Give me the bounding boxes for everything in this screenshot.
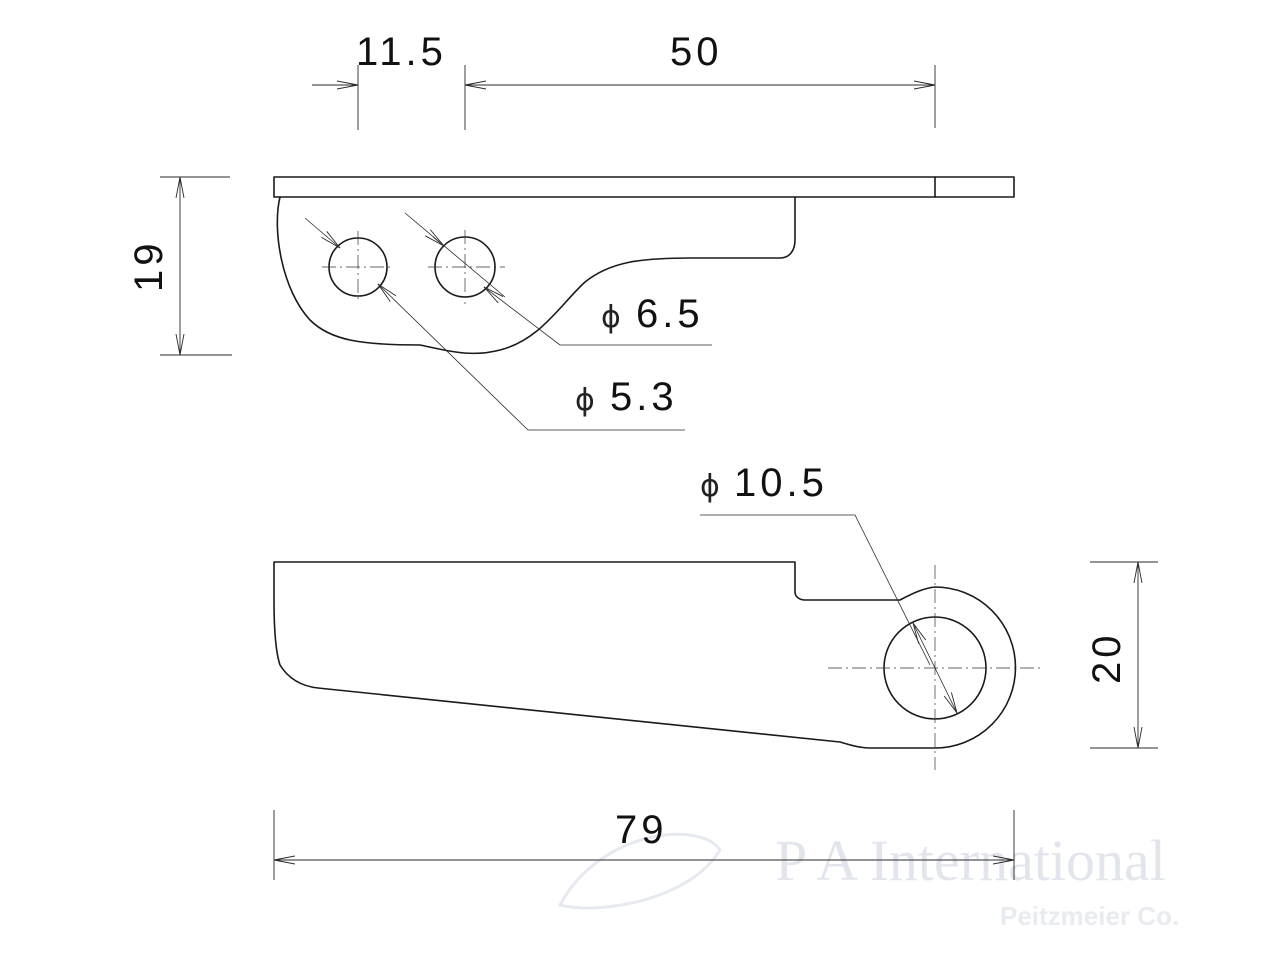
phi-symbol: ϕ (575, 383, 595, 418)
watermark-subtitle: Peitzmeier Co. (1000, 901, 1179, 931)
dim-hole-to-end: 50 (670, 30, 723, 74)
leader-5-3 (378, 284, 685, 431)
top-plate-outline (276, 196, 796, 355)
dim-hole-spacing: 11.5 (356, 30, 447, 74)
dim-height-top: 19 (127, 240, 171, 293)
watermark-company: P A International (775, 828, 1166, 893)
hole-small-label: 5.3 (610, 375, 678, 419)
leader-6-5 (433, 237, 444, 246)
side-plate-outline (273, 561, 1017, 749)
phi-symbol: ϕ (601, 300, 621, 335)
leader-6-5 (404, 212, 506, 298)
eye-hole-label: 10.5 (734, 461, 828, 505)
leader-10-5 (913, 623, 936, 669)
side-view: ϕ 10.5 20 79 (273, 461, 1158, 880)
leader-10-5 (934, 667, 957, 713)
leader-6-5 (484, 287, 712, 346)
dim-length: 79 (615, 808, 668, 852)
watermark-logo-icon (557, 832, 722, 910)
top-view: 11.5 50 19 ϕ 6.5 ϕ 5.3 (127, 30, 1015, 431)
phi-symbol: ϕ (700, 469, 720, 504)
dim-height-side: 20 (1085, 632, 1129, 685)
top-flange (273, 176, 1015, 198)
leader-10-5 (700, 514, 931, 666)
hole-large-label: 6.5 (636, 292, 704, 336)
leader-5-3 (304, 217, 340, 248)
